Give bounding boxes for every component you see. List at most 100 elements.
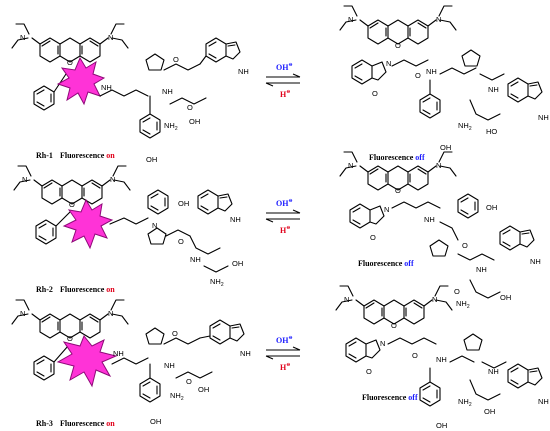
atom-o: O <box>370 233 376 242</box>
atom-o: O <box>69 200 75 209</box>
atom-nh: NH <box>538 397 549 406</box>
atom-oh: OH <box>178 199 189 208</box>
atom-nh: NH <box>436 355 447 364</box>
fluorescence-on-caption: Fluorescence on <box>60 151 115 160</box>
reagent-base: OH⊖ <box>276 63 293 72</box>
fluorescence-on-caption: Fluorescence on <box>60 419 115 428</box>
reagent-acid: H⊖ <box>280 226 290 235</box>
atom-nh2: NH2 <box>164 121 178 132</box>
atom-oh: OH <box>146 155 157 164</box>
atom-nh: NH <box>238 67 249 76</box>
fluorescence-on-caption: Fluorescence on <box>60 285 115 294</box>
atom-n: N <box>344 295 349 304</box>
atom-n: N <box>432 295 437 304</box>
atom-nh: NH <box>476 265 487 274</box>
reagent-base: OH⊖ <box>276 199 293 208</box>
atom-nh: NH <box>530 257 541 266</box>
reagent-acid: H⊖ <box>280 363 290 372</box>
reagent-acid: H⊖ <box>280 90 290 99</box>
atom-nh: NH <box>424 215 435 224</box>
atom-oh: OH <box>232 259 243 268</box>
fluorescence-off-caption: Fluorescence off <box>369 153 425 162</box>
atom-nh: NH <box>488 367 499 376</box>
atom-oh: OH <box>150 417 161 426</box>
row-rh2: N N O OH N O NH NH OH NH2 Rh-2 Fluoresce… <box>13 151 541 310</box>
fluorescence-off-caption: Fluorescence off <box>358 259 414 268</box>
atom-nh: NH <box>230 215 241 224</box>
atom-ho: HO <box>486 127 497 136</box>
atom-nh: NH <box>488 85 499 94</box>
atom-nh2: NH2 <box>458 121 472 132</box>
atom-nh2: NH2 <box>170 391 184 402</box>
atom-o: O <box>412 351 418 360</box>
atom-oh: OH <box>198 385 209 394</box>
rh3-open-structure: N N O NH OH O NH O OH NH2 NH <box>11 299 251 426</box>
atom-n: N <box>386 59 391 68</box>
atom-n: N <box>20 33 25 42</box>
row-rh1: N N O NH OH O NH NH2 O OH NH Rh-1 Fluore… <box>11 5 549 164</box>
atom-oh: OH <box>484 407 495 416</box>
atom-oh: OH <box>440 143 451 152</box>
atom-o: O <box>366 367 372 376</box>
rh3-closed-structure: N N O N O O NH OH NH NH NH2 OH <box>335 285 549 430</box>
atom-nh: NH <box>164 361 175 370</box>
atom-o: O <box>395 41 401 50</box>
row-rh3: N N O NH OH O NH O OH NH2 NH Rh-3 Fluore… <box>11 285 549 430</box>
equilibrium-arrows: OH⊖ H⊖ <box>265 199 301 235</box>
rh1-open-structure: N N O NH OH O NH NH2 O OH NH <box>11 23 249 164</box>
atom-o: O <box>415 71 421 80</box>
rh2-closed-structure: N N O N O OH NH O NH NH O NH2 OH <box>339 151 541 310</box>
equilibrium-arrows: OH⊖ H⊖ <box>265 336 301 372</box>
burst-highlight <box>56 56 106 106</box>
atom-n: N <box>384 205 389 214</box>
atom-nh: NH <box>190 255 201 264</box>
atom-nh2: NH2 <box>210 277 224 288</box>
equilibrium-arrows: OH⊖ H⊖ <box>265 63 301 99</box>
compound-label-rh2: Rh-2 <box>36 285 53 294</box>
rh2-open-structure: N N O OH N O NH NH OH NH2 <box>13 165 243 288</box>
atom-n: N <box>108 309 113 318</box>
atom-o: O <box>173 55 179 64</box>
atom-nh: NH <box>162 87 173 96</box>
atom-o: O <box>391 321 397 330</box>
compound-label-rh1: Rh-1 <box>36 151 53 160</box>
atom-o: O <box>372 89 378 98</box>
atom-oh: OH <box>436 421 447 430</box>
atom-nh2: NH2 <box>456 299 470 310</box>
atom-n: N <box>436 15 441 24</box>
atom-nh2: NH2 <box>458 397 472 408</box>
atom-oh: OH <box>500 293 511 302</box>
atom-o: O <box>395 186 401 195</box>
atom-o: O <box>178 237 184 246</box>
atom-oh: OH <box>486 203 497 212</box>
atom-nh: NH <box>538 113 549 122</box>
atom-nh: NH <box>113 349 124 358</box>
atom-o: O <box>172 329 178 338</box>
atom-n: N <box>436 161 441 170</box>
fluorescence-off-caption: Fluorescence off <box>362 393 418 402</box>
atom-n: N <box>108 33 113 42</box>
compound-label-rh3: Rh-3 <box>36 419 53 428</box>
atom-n: N <box>348 15 353 24</box>
atom-nh: NH <box>240 349 251 358</box>
burst-highlight <box>62 198 114 250</box>
atom-oh: OH <box>189 117 200 126</box>
atom-nh: NH <box>426 67 437 76</box>
atom-nh: NH <box>101 83 112 92</box>
rh1-closed-structure: N N O N O O NH OH NH NH NH2 HO <box>339 5 549 152</box>
reagent-base: OH⊖ <box>276 336 293 345</box>
atom-o: O <box>454 287 460 296</box>
atom-n: N <box>22 175 27 184</box>
burst-highlight <box>56 335 118 388</box>
atom-o: O <box>187 103 193 112</box>
atom-n: N <box>20 309 25 318</box>
atom-o: O <box>67 58 73 67</box>
atom-o: O <box>186 377 192 386</box>
atom-n: N <box>348 161 353 170</box>
atom-n: N <box>380 339 385 348</box>
atom-n: N <box>110 175 115 184</box>
atom-o: O <box>67 334 73 343</box>
atom-o: O <box>462 241 468 250</box>
atom-n: N <box>152 221 157 230</box>
